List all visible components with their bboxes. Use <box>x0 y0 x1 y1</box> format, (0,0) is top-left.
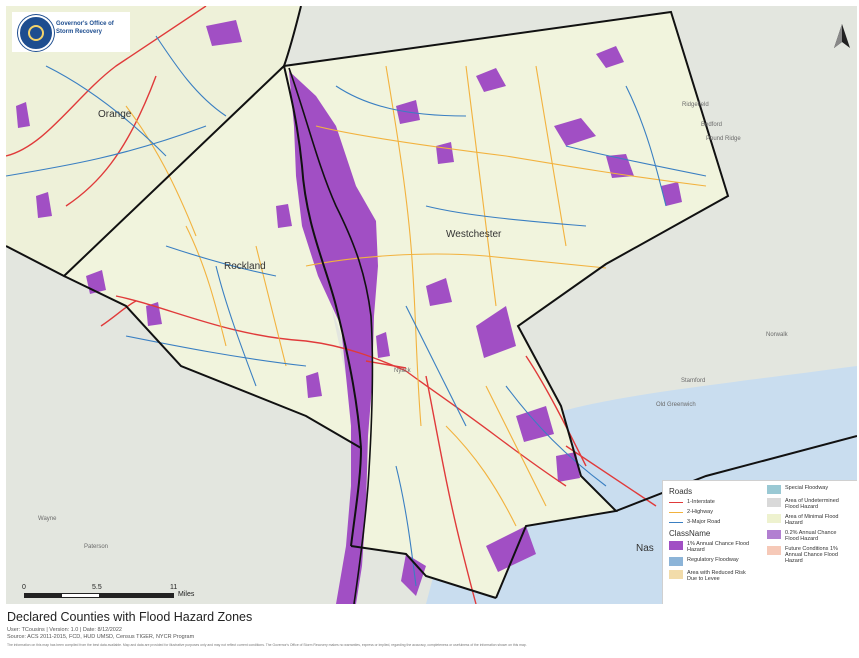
county-rockland-area <box>64 66 361 448</box>
legend-class-title: ClassName <box>669 529 711 538</box>
county-label-rockland: Rockland <box>224 261 266 272</box>
place-label: Paterson <box>84 544 109 550</box>
special-floodway-swatch <box>767 485 781 494</box>
roads-interstate <box>6 6 657 604</box>
north-arrow-icon <box>834 24 850 48</box>
minimal-swatch <box>767 514 781 523</box>
interstate-line-swatch <box>669 502 683 503</box>
scale-bar: 0 5.5 11 Miles <box>20 584 195 604</box>
map-legend: Roads 1-Interstate 2-Highway 3-Major Roa… <box>662 480 857 604</box>
legend-class-future: Future Conditions 1% Annual Chance Flood… <box>767 546 849 564</box>
hudson-state-line <box>288 67 374 604</box>
map-frame[interactable]: Governor's Office of Storm Recovery Oran… <box>6 6 857 604</box>
scale-tick: 0 <box>22 584 26 591</box>
scale-unit: Miles <box>178 591 195 598</box>
future-conditions-swatch <box>767 546 781 555</box>
user-line: User: TCousins | Version: 1.0 | Date: 8/… <box>7 627 122 633</box>
place-label: Nyack <box>394 368 411 374</box>
scale-bar-graphic <box>24 593 174 598</box>
scale-tick: 5.5 <box>92 584 102 591</box>
legend-right-column: Special Floodway Area of Undetermined Fl… <box>767 485 849 568</box>
legend-road-highway: 2-Highway <box>669 509 751 515</box>
place-label: Old Greenwich <box>656 402 696 408</box>
county-label-orange: Orange <box>98 109 132 120</box>
place-label: Ridgefield <box>682 102 709 108</box>
legend-class-1pct: 1% Annual Chance Flood Hazard <box>669 541 751 553</box>
legend-class-levee: Area with Reduced Risk Due to Levee <box>669 570 751 582</box>
place-label: Stamford <box>681 378 706 384</box>
roads-highway <box>125 65 707 527</box>
legend-left-column: Roads 1-Interstate 2-Highway 3-Major Roa… <box>669 485 751 586</box>
source-line: Source: ACS 2011-2015, FCD, HUD UMSD, Ce… <box>7 634 195 640</box>
legend-road-interstate: 1-Interstate <box>669 499 751 505</box>
undetermined-swatch <box>767 498 781 507</box>
ny-seal-icon <box>18 15 54 51</box>
legend-class-undetermined: Area of Undetermined Flood Hazard <box>767 498 849 510</box>
county-boundaries <box>6 6 857 599</box>
legend-road-major: 3-Major Road <box>669 519 751 525</box>
place-label-nassau: Nas <box>636 543 654 554</box>
place-label: Norwalk <box>766 332 788 338</box>
flood-0-2pct-swatch <box>767 530 781 539</box>
place-label: Bedford <box>701 122 723 128</box>
map-title: Declared Counties with Flood Hazard Zone… <box>7 610 253 624</box>
legend-class-regulatory-floodway: Regulatory Floodway <box>669 557 751 566</box>
scale-tick: 11 <box>170 584 178 591</box>
disclaimer-text: The information on this map has been com… <box>7 643 527 647</box>
legend-class-special-floodway: Special Floodway <box>767 485 849 494</box>
logo-text: Governor's Office of Storm Recovery <box>56 21 114 35</box>
place-label: Pound Ridge <box>706 136 741 142</box>
highway-line-swatch <box>669 512 683 513</box>
levee-swatch <box>669 570 683 579</box>
flood-1pct-swatch <box>669 541 683 550</box>
map-metadata: User: TCousins | Version: 1.0 | Date: 8/… <box>7 627 194 641</box>
place-label: Wayne <box>38 516 57 522</box>
regulatory-floodway-swatch <box>669 557 683 566</box>
roads-major <box>6 35 707 587</box>
county-label-westchester: Westchester <box>446 229 502 240</box>
county-orange-area <box>6 6 301 276</box>
logo-box: Governor's Office of Storm Recovery <box>12 12 130 52</box>
hudson-flood-zone <box>289 71 378 604</box>
legend-class-minimal: Area of Minimal Flood Hazard <box>767 514 849 526</box>
legend-class-0-2pct: 0.2% Annual Chance Flood Hazard <box>767 530 849 542</box>
legend-roads-title: Roads <box>669 487 693 496</box>
major-road-line-swatch <box>669 522 683 523</box>
